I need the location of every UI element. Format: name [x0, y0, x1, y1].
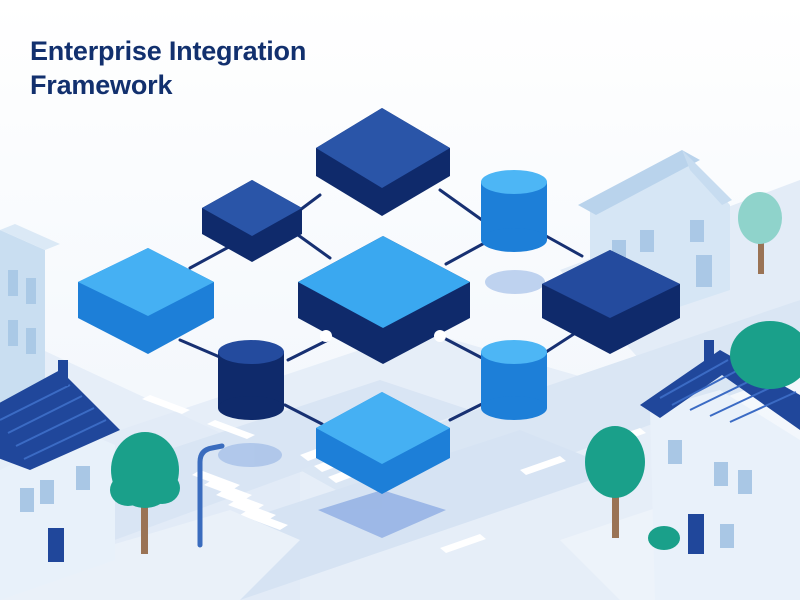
street-lamp	[197, 443, 225, 548]
node-shadows	[218, 270, 545, 538]
connection-center-db	[286, 338, 330, 362]
database-upper-right	[481, 170, 547, 252]
connection-db-center	[444, 238, 492, 266]
node-top-hub	[316, 108, 450, 216]
tree-right-top	[738, 192, 782, 274]
node-left	[78, 248, 214, 354]
connection-lines	[178, 188, 584, 426]
connection-db-right	[544, 234, 584, 258]
connection-top-db	[438, 188, 484, 222]
node-upper-left	[202, 180, 302, 262]
title-line-2: Framework	[30, 70, 173, 100]
page-title: Enterprise Integration Framework	[30, 34, 470, 102]
connection-center-dbright	[438, 334, 484, 360]
database-lower-right	[481, 340, 547, 420]
house-right-bottom	[640, 340, 800, 600]
title-line-1: Enterprise Integration	[30, 36, 307, 66]
connection-dbright-bottom	[448, 402, 484, 422]
house-left	[0, 360, 120, 600]
connection-top-upperleft	[298, 193, 322, 212]
connection-upperleft-center	[296, 233, 332, 260]
tree-left	[110, 432, 180, 554]
node-bottom	[316, 392, 450, 494]
connection-left-db	[178, 338, 224, 360]
connection-db-bottom	[283, 403, 324, 426]
node-center-hub	[298, 236, 470, 364]
tree-right-bottom	[585, 321, 800, 550]
node-right	[542, 250, 680, 354]
database-left	[218, 340, 284, 420]
